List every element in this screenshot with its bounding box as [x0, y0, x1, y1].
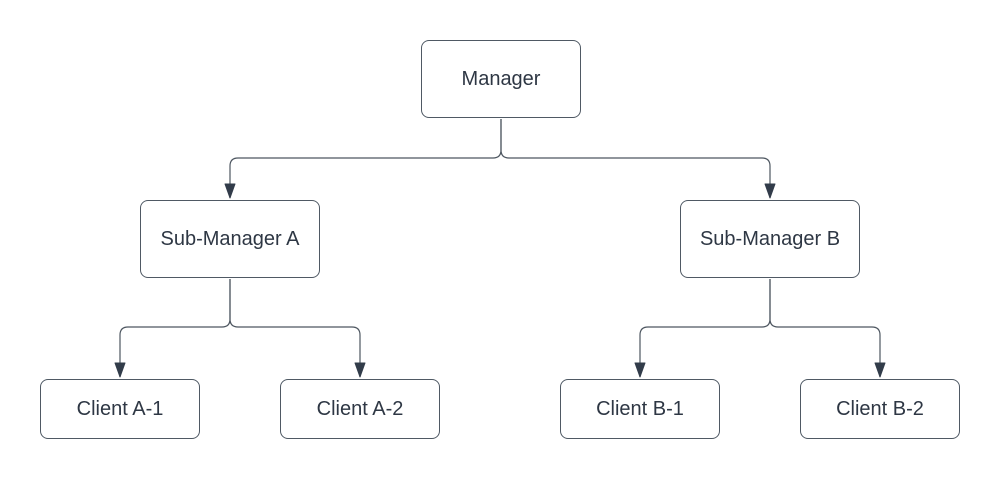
- node-label-sub-manager-b: Sub-Manager B: [699, 227, 841, 250]
- org-node-manager: Manager: [421, 40, 581, 118]
- org-node-client-b1: Client B-1: [560, 379, 720, 439]
- node-label-client-b1: Client B-1: [596, 397, 684, 420]
- edge-manager-to-sub-b: [500, 119, 776, 199]
- edge-sub-a-to-client-a2: [229, 279, 366, 378]
- node-label-manager: Manager: [461, 67, 541, 90]
- edge-sub-a-to-client-a1: [114, 279, 231, 378]
- org-node-client-a1: Client A-1: [40, 379, 200, 439]
- edge-manager-to-sub-a: [224, 119, 502, 199]
- org-node-client-a2: Client A-2: [280, 379, 440, 439]
- org-node-sub-manager-a: Sub-Manager A: [140, 200, 320, 278]
- node-label-client-a2: Client A-2: [316, 397, 404, 420]
- edge-sub-b-to-client-b2: [769, 279, 886, 378]
- node-label-client-b2: Client B-2: [836, 397, 924, 420]
- org-node-client-b2: Client B-2: [800, 379, 960, 439]
- edge-sub-b-to-client-b1: [634, 279, 771, 378]
- node-label-sub-manager-a: Sub-Manager A: [160, 227, 300, 250]
- org-node-sub-manager-b: Sub-Manager B: [680, 200, 860, 278]
- node-label-client-a1: Client A-1: [76, 397, 164, 420]
